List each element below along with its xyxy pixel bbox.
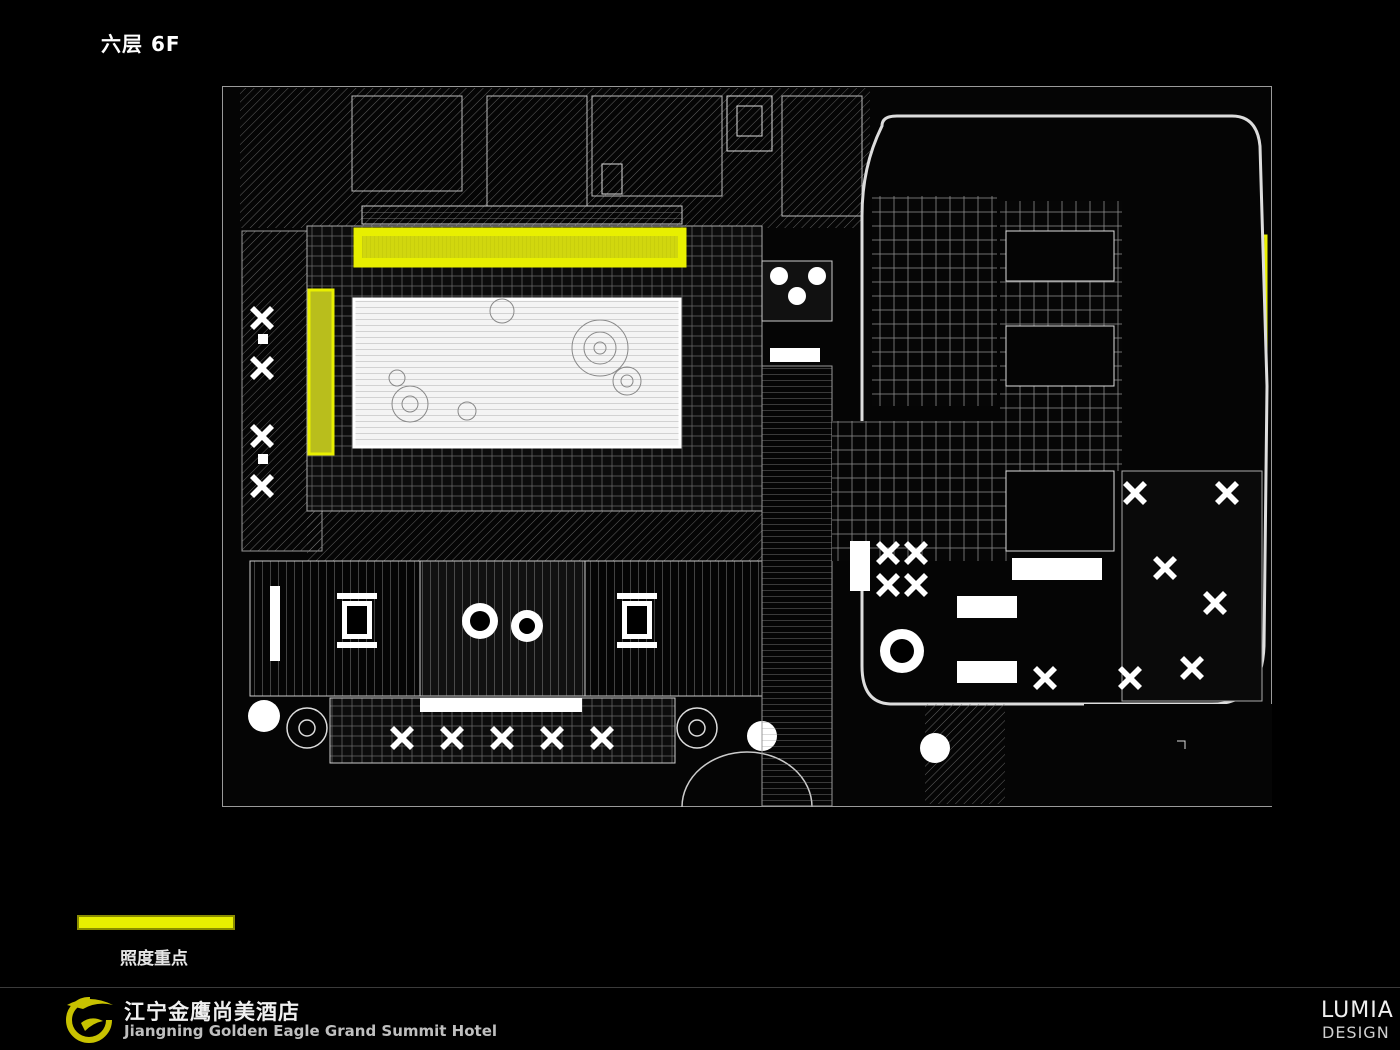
page-title: 六层 6F	[101, 32, 181, 56]
brand-logo-text: LUMIA	[1321, 998, 1394, 1023]
floor-plan-drawing	[222, 86, 1272, 807]
top-service-area	[240, 88, 870, 228]
legend-swatch	[77, 915, 235, 930]
highlight-zone-left-column	[307, 288, 335, 456]
footer-divider	[0, 987, 1400, 988]
golden-eagle-logo-icon	[66, 997, 113, 1043]
central-walkway	[761, 365, 833, 807]
legend-label: 照度重点	[120, 949, 188, 969]
hotel-name-chinese: 江宁金鹰尚美酒店	[124, 1000, 300, 1024]
brand-subtitle: DESIGN	[1322, 1023, 1390, 1042]
hotel-name-english: Jiangning Golden Eagle Grand Summit Hote…	[124, 1022, 498, 1040]
